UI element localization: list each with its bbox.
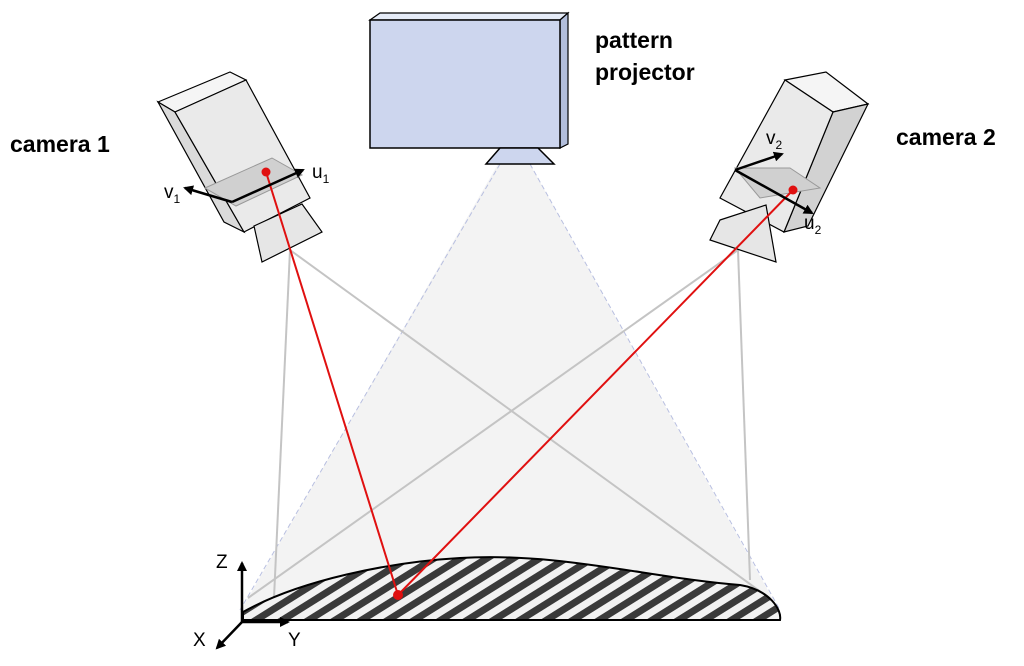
camera-2-axes <box>734 151 814 215</box>
camera-2-image-plane <box>733 167 822 199</box>
camera-1-label: camera 1 <box>10 131 110 157</box>
projection-cone <box>240 164 780 612</box>
camera-sight-lines <box>247 249 766 599</box>
projection-edge-right <box>529 163 781 611</box>
camera-1-v-label: v1 <box>164 182 181 206</box>
camera-2-image-point <box>788 185 798 195</box>
world-x-label: X <box>193 630 206 651</box>
world-z-label: Z <box>216 552 228 573</box>
camera-1-image-point <box>261 167 271 177</box>
surface-point <box>393 590 403 600</box>
camera-2-lens <box>709 204 777 263</box>
camera-2-v-label: v2 <box>766 128 783 152</box>
camera-1-u-label: u1 <box>312 162 330 186</box>
projection-edge-left <box>239 163 501 611</box>
projector-label-line1: pattern <box>595 27 673 53</box>
striped-surface <box>242 556 782 621</box>
ray-camera-1 <box>265 171 399 596</box>
camera-2-label: camera 2 <box>896 124 996 150</box>
camera-1 <box>156 71 323 263</box>
camera-2-u-label: u2 <box>804 213 822 237</box>
camera-1-axes <box>183 168 305 204</box>
pattern-projector <box>368 11 570 165</box>
camera-1-lens <box>253 203 323 263</box>
world-y-label: Y <box>288 630 301 651</box>
projector-label-line2: projector <box>595 59 695 85</box>
ray-camera-2 <box>397 189 794 596</box>
projector-lens <box>484 147 556 165</box>
triangulation-rays <box>265 171 794 596</box>
world-axes <box>215 561 290 650</box>
camera-2 <box>709 71 870 263</box>
